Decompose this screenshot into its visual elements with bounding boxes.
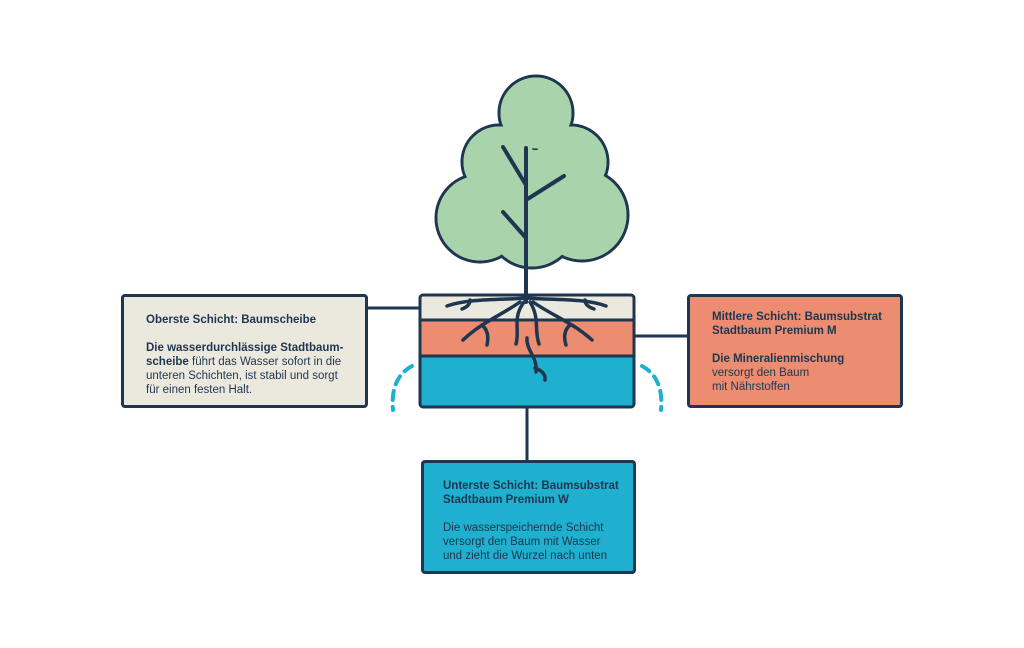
bottom-layer-title-1: Unterste Schicht: Baumsubstrat xyxy=(443,480,619,492)
top-layer-title: Oberste Schicht: Baumscheibe xyxy=(146,314,316,326)
top-layer-body-2: führt das Wasser sofort in die xyxy=(188,356,342,368)
middle-layer-body-1: Die Mineralienmischung xyxy=(712,353,845,365)
top-layer-body-4: für einen festen Halt. xyxy=(146,384,253,396)
label-top-layer: Oberste Schicht: Baumscheibe Die wasserd… xyxy=(121,294,368,408)
middle-layer-title: Mittlere Schicht: Baumsubstrat Stadtbaum… xyxy=(712,310,890,338)
bottom-layer-title-2: Stadtbaum Premium W xyxy=(443,494,569,506)
soil-column xyxy=(418,293,636,409)
water-drain-left xyxy=(390,364,414,412)
middle-layer-body-3: mit Nährstoffen xyxy=(712,381,790,393)
bottom-layer-body-3: und zieht die Wurzel nach unten xyxy=(443,550,608,562)
top-layer-body-3: unteren Schichten, ist stabil und sorgt xyxy=(146,370,338,382)
top-layer-description: Die wasserdurchlässige Stadtbaum- scheib… xyxy=(146,341,355,397)
bottom-layer-title: Unterste Schicht: Baumsubstrat Stadtbaum… xyxy=(443,479,623,507)
middle-layer-title-2: Stadtbaum Premium M xyxy=(712,325,837,337)
bottom-layer-description: Die wasserspeichernde Schicht versorgt d… xyxy=(443,521,623,563)
middle-layer-description: Die Mineralienmischung versorgt den Baum… xyxy=(712,352,890,394)
tree-canopy-fill xyxy=(437,77,627,267)
top-layer-body-1: Die wasserdurchlässige Stadtbaum- xyxy=(146,342,344,354)
soil-layer-bottom xyxy=(420,356,634,407)
tree-trunk xyxy=(501,145,566,304)
middle-layer-title-1: Mittlere Schicht: Baumsubstrat xyxy=(712,311,882,323)
middle-layer-body-2: versorgt den Baum xyxy=(712,367,810,379)
bottom-layer-body-2: versorgt den Baum mit Wasser xyxy=(443,536,601,548)
label-middle-layer: Mittlere Schicht: Baumsubstrat Stadtbaum… xyxy=(687,294,903,408)
water-drain-right xyxy=(640,364,664,412)
tree-roots xyxy=(445,296,608,382)
top-layer-body-2-bold: scheibe xyxy=(146,356,189,368)
label-bottom-layer: Unterste Schicht: Baumsubstrat Stadtbaum… xyxy=(421,460,636,574)
bottom-layer-body-1: Die wasserspeichernde Schicht xyxy=(443,522,604,534)
